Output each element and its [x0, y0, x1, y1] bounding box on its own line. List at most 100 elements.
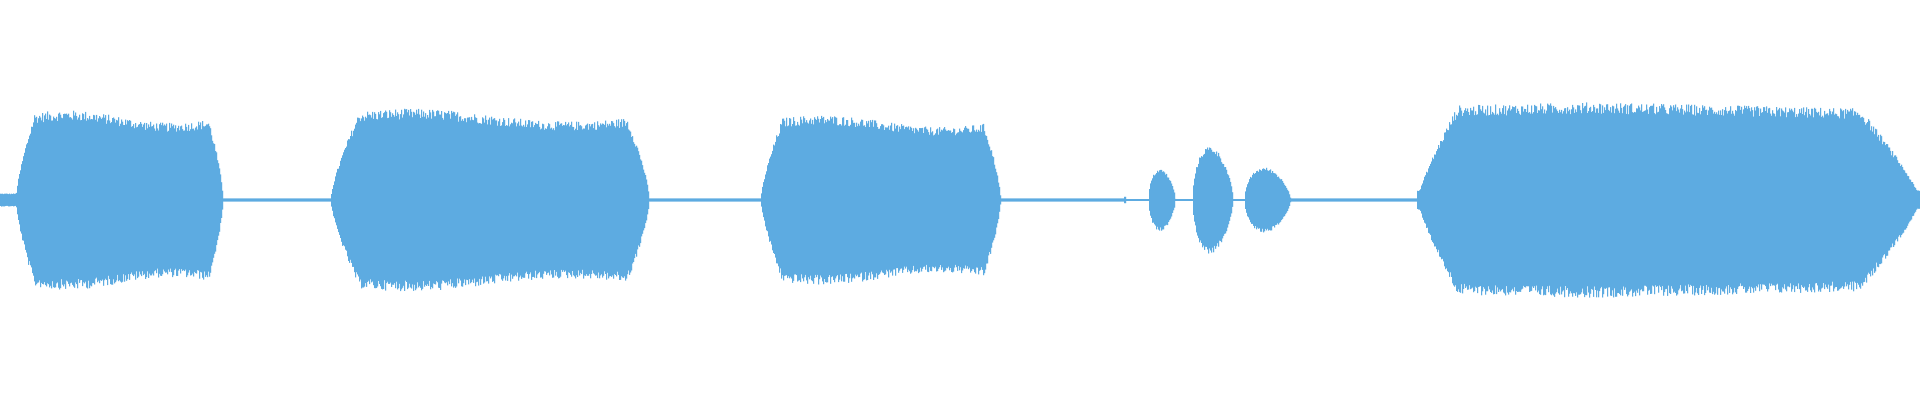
waveform-sample — [310, 198, 312, 202]
waveform-sample — [694, 198, 696, 202]
waveform-sample — [752, 198, 754, 202]
waveform-sample — [974, 130, 976, 273]
waveform-sample — [281, 198, 283, 202]
waveform-sample — [1754, 107, 1756, 288]
waveform-sample — [1635, 112, 1637, 297]
waveform-sample — [1902, 167, 1904, 234]
waveform-sample — [683, 198, 685, 202]
waveform-sample — [55, 118, 57, 288]
waveform-sample — [253, 198, 255, 202]
waveform-sample — [755, 198, 757, 202]
waveform-sample — [46, 119, 48, 287]
waveform-sample — [23, 156, 25, 241]
waveform-sample — [1527, 104, 1529, 287]
waveform-sample — [1387, 198, 1389, 202]
waveform-sample — [960, 130, 962, 268]
waveform-sample — [74, 115, 76, 288]
waveform-sample — [434, 116, 436, 285]
waveform-sample — [814, 117, 816, 278]
waveform-sample — [1716, 112, 1718, 288]
waveform-sample — [900, 129, 902, 269]
waveform-sample — [1464, 110, 1466, 284]
waveform-sample — [1334, 198, 1336, 202]
waveform-sample — [1262, 168, 1264, 229]
waveform-sample — [1320, 198, 1322, 202]
waveform-sample — [518, 121, 520, 281]
waveform-sample — [1705, 110, 1707, 293]
waveform-sample — [531, 121, 533, 280]
waveform-sample — [72, 119, 74, 285]
waveform-sample — [850, 124, 852, 274]
waveform-sample — [264, 198, 266, 202]
waveform-sample — [1203, 154, 1205, 246]
waveform-sample — [1230, 181, 1232, 217]
waveform-sample — [902, 126, 904, 273]
waveform-sample — [928, 132, 930, 273]
waveform-sample — [229, 198, 231, 202]
waveform-sample — [1250, 176, 1252, 223]
waveform-sample — [868, 120, 870, 276]
waveform-sample — [1278, 176, 1280, 225]
waveform-sample — [246, 198, 248, 202]
waveform-sample — [741, 198, 743, 202]
waveform-sample — [720, 198, 722, 202]
waveform-sample — [308, 198, 310, 202]
waveform-sample — [131, 126, 133, 273]
waveform-sample — [1532, 113, 1534, 287]
waveform-sample — [944, 127, 946, 272]
waveform-sample — [1823, 117, 1825, 283]
waveform-sample — [459, 116, 461, 279]
waveform-sample — [284, 198, 286, 202]
waveform-sample — [1336, 198, 1338, 202]
waveform-sample — [1480, 109, 1482, 286]
waveform-sample — [1547, 103, 1549, 287]
waveform-sample — [166, 123, 168, 273]
waveform-sample — [386, 111, 388, 284]
waveform-sample — [1345, 198, 1347, 202]
waveform-sample — [628, 129, 630, 271]
waveform-sample — [1854, 111, 1856, 282]
waveform-sample — [1698, 113, 1700, 295]
waveform-sample — [1830, 111, 1832, 286]
waveform-sample — [1494, 114, 1496, 294]
waveform-sample — [422, 116, 424, 289]
waveform-sample — [1426, 171, 1428, 228]
waveform-sample — [1719, 114, 1721, 288]
waveform-sample — [1824, 110, 1826, 290]
waveform-sample — [1430, 163, 1432, 235]
waveform-sample — [1160, 169, 1162, 228]
waveform-sample — [331, 194, 333, 207]
waveform-sample — [1005, 198, 1007, 202]
waveform-sample — [187, 130, 189, 276]
waveform-sample — [1137, 199, 1139, 201]
waveform-sample — [136, 127, 138, 272]
waveform-sample — [469, 117, 471, 280]
waveform-sample — [879, 128, 881, 275]
waveform-sample — [1186, 199, 1188, 201]
waveform-sample — [1817, 112, 1819, 286]
waveform-sample — [491, 116, 493, 277]
waveform-sample — [1829, 108, 1831, 293]
waveform-sample — [15, 193, 17, 206]
waveform-sample — [893, 131, 895, 270]
waveform-sample — [1699, 107, 1701, 288]
waveform-sample — [451, 110, 453, 287]
waveform-sample — [1915, 187, 1917, 212]
waveform-sample — [325, 198, 327, 202]
waveform-sample — [1039, 198, 1041, 202]
waveform-sample — [1875, 128, 1877, 272]
waveform-sample — [218, 163, 220, 236]
waveform-sample — [1521, 106, 1523, 290]
waveform-sample — [1150, 183, 1152, 216]
waveform-sample — [43, 122, 45, 285]
waveform-sample — [688, 198, 690, 202]
waveform-sample — [724, 198, 726, 202]
waveform-sample — [1741, 106, 1743, 287]
waveform-sample — [1732, 110, 1734, 295]
waveform-sample — [792, 124, 794, 283]
waveform-sample — [1115, 198, 1117, 202]
waveform-sample — [1542, 106, 1544, 287]
waveform-sample — [952, 132, 954, 273]
waveform-sample — [122, 121, 124, 282]
waveform-sample — [1654, 113, 1656, 295]
